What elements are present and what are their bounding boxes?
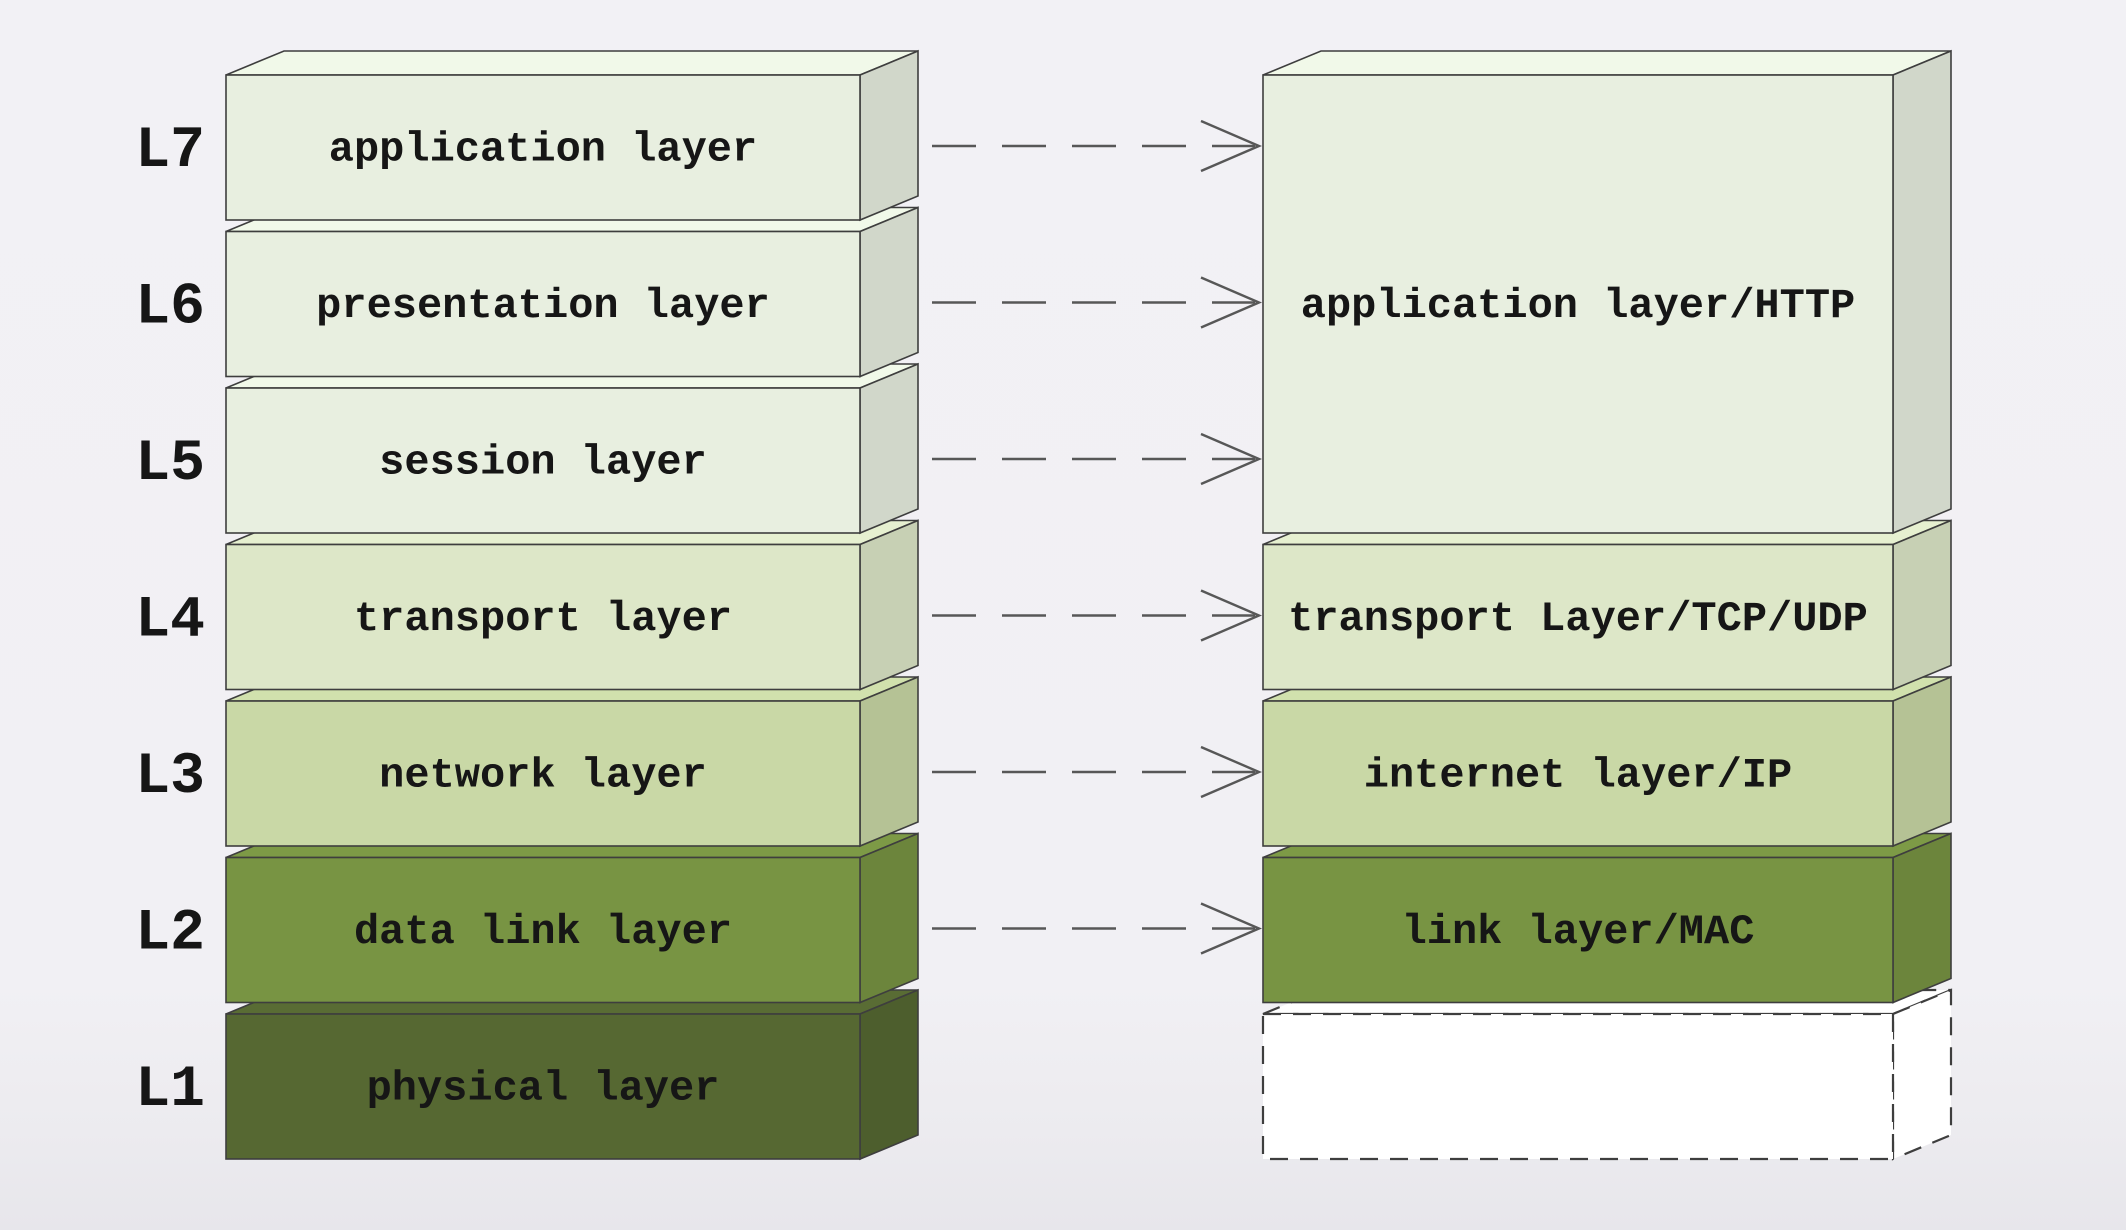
tcpip-box-application-layer-http-label: application layer/HTTP	[1301, 282, 1856, 330]
tcpip-box-link-layer-mac: link layer/MAC	[1262, 832, 1952, 1004]
mapping-arrows	[932, 119, 1263, 955]
mapping-arrow-L6	[932, 276, 1263, 329]
tcpip-box-empty-right-face	[1891, 988, 1953, 1161]
osi-box-L7-right-face	[859, 49, 919, 222]
level-label-L7: L7	[135, 119, 205, 184]
osi-box-L3-front-face	[225, 700, 861, 847]
osi-box-L6: presentation layer	[225, 206, 919, 378]
tcpip-box-internet-layer-ip-right-face	[1892, 675, 1952, 848]
arrow-head-icon	[1200, 589, 1263, 642]
osi-box-L1-front-face	[225, 1013, 861, 1160]
osi-box-L1: physical layer	[225, 988, 919, 1161]
osi-box-L7: application layer	[225, 49, 919, 222]
tcpip-box-internet-layer-ip: internet layer/IP	[1262, 675, 1952, 848]
osi-box-L4-label: transport layer	[354, 595, 732, 643]
osi-box-L4-front-face	[225, 543, 861, 691]
osi-box-L3-label: network layer	[379, 752, 707, 800]
osi-box-L1-label: physical layer	[367, 1065, 720, 1113]
mapping-arrow-L5	[932, 432, 1263, 486]
tcpip-box-link-layer-mac-right-face	[1892, 832, 1952, 1004]
mapping-arrow-L7	[932, 119, 1263, 173]
tcpip-box-transport-layer-tcp-udp-right-face	[1892, 519, 1952, 691]
osi-box-L5-right-face	[859, 362, 919, 535]
level-label-L2: L2	[135, 902, 205, 967]
tcpip-box-transport-layer-tcp-udp-front-face	[1262, 543, 1894, 691]
arrow-head-icon	[1200, 119, 1263, 173]
osi-box-L5-front-face	[225, 387, 861, 534]
osi-box-L7-front-face	[225, 74, 861, 221]
osi-box-L4-right-face	[859, 519, 919, 691]
osi-box-L2-front-face	[225, 856, 861, 1004]
osi-stack: physical layer data link layer network lay…	[135, 49, 919, 1161]
level-label-L6: L6	[135, 276, 205, 341]
tcpip-box-link-layer-mac-label: link layer/MAC	[1402, 908, 1755, 956]
tcpip-box-transport-layer-tcp-udp-label: transport Layer/TCP/UDP	[1288, 595, 1868, 643]
arrow-head-icon	[1200, 276, 1263, 329]
arrow-head-icon	[1200, 745, 1263, 799]
osi-box-L2-label: data link layer	[354, 908, 732, 956]
osi-box-L5: session layer	[225, 362, 919, 535]
osi-box-L7-label: application layer	[329, 126, 757, 174]
tcpip-box-application-layer-http: application layer/HTTP	[1262, 49, 1952, 535]
tcpip-stack: link layer/MAC internet layer/IP transport…	[1261, 49, 1953, 1161]
arrow-head-icon	[1200, 432, 1263, 486]
tcpip-box-empty-front-face	[1261, 1012, 1895, 1161]
osi-box-L1-right-face	[859, 988, 919, 1161]
osi-box-L3: network layer	[225, 675, 919, 848]
tcpip-box-transport-layer-tcp-udp: transport Layer/TCP/UDP	[1262, 519, 1952, 691]
osi-box-L6-front-face	[225, 230, 861, 378]
osi-box-L2: data link layer	[225, 832, 919, 1004]
level-label-L5: L5	[135, 432, 205, 497]
mapping-arrow-L4	[932, 589, 1263, 642]
tcpip-box-application-layer-http-front-face	[1262, 74, 1894, 534]
mapping-arrow-L2	[932, 902, 1263, 955]
level-label-L1: L1	[135, 1058, 205, 1123]
osi-box-L3-right-face	[859, 675, 919, 848]
tcpip-box-internet-layer-ip-front-face	[1262, 700, 1894, 847]
level-label-L4: L4	[135, 589, 205, 654]
osi-box-L2-right-face	[859, 832, 919, 1004]
mapping-arrow-L3	[932, 745, 1263, 799]
osi-box-L4: transport layer	[225, 519, 919, 691]
osi-box-L5-label: session layer	[379, 439, 707, 487]
osi-box-L6-right-face	[859, 206, 919, 378]
tcpip-box-application-layer-http-top-face	[1262, 50, 1952, 76]
level-label-L3: L3	[135, 745, 205, 810]
tcpip-box-internet-layer-ip-label: internet layer/IP	[1364, 752, 1792, 800]
tcpip-box-link-layer-mac-front-face	[1262, 856, 1894, 1004]
tcpip-box-empty	[1261, 988, 1953, 1161]
osi-box-L7-top-face	[225, 50, 919, 76]
tcpip-box-application-layer-http-right-face	[1892, 49, 1952, 535]
arrow-head-icon	[1200, 902, 1263, 955]
osi-box-L6-label: presentation layer	[316, 282, 770, 330]
